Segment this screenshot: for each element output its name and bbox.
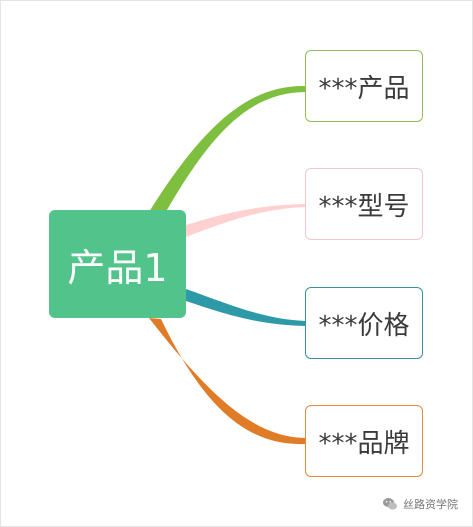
wechat-icon [383, 498, 397, 510]
branch-connector-price [186, 289, 305, 326]
subtopic-label: ***品牌 [318, 428, 410, 459]
subtopic-node-brand[interactable]: ***品牌 [305, 405, 423, 477]
branch-connector-model [186, 204, 305, 237]
subtopic-node-price[interactable]: ***价格 [305, 287, 423, 359]
subtopic-node-model[interactable]: ***型号 [305, 168, 423, 240]
central-topic-label: 产品1 [67, 245, 168, 290]
watermark: 丝路资学院 [382, 496, 458, 512]
watermark-text: 丝路资学院 [403, 498, 458, 511]
branch-connector-product [149, 85, 305, 217]
branch-connector-brand [149, 318, 305, 445]
subtopic-label: ***型号 [318, 191, 410, 222]
subtopic-label: ***产品 [318, 73, 410, 104]
subtopic-label: ***价格 [318, 310, 410, 341]
central-topic-node[interactable]: 产品1 [49, 210, 186, 318]
subtopic-node-product[interactable]: ***产品 [305, 50, 423, 122]
